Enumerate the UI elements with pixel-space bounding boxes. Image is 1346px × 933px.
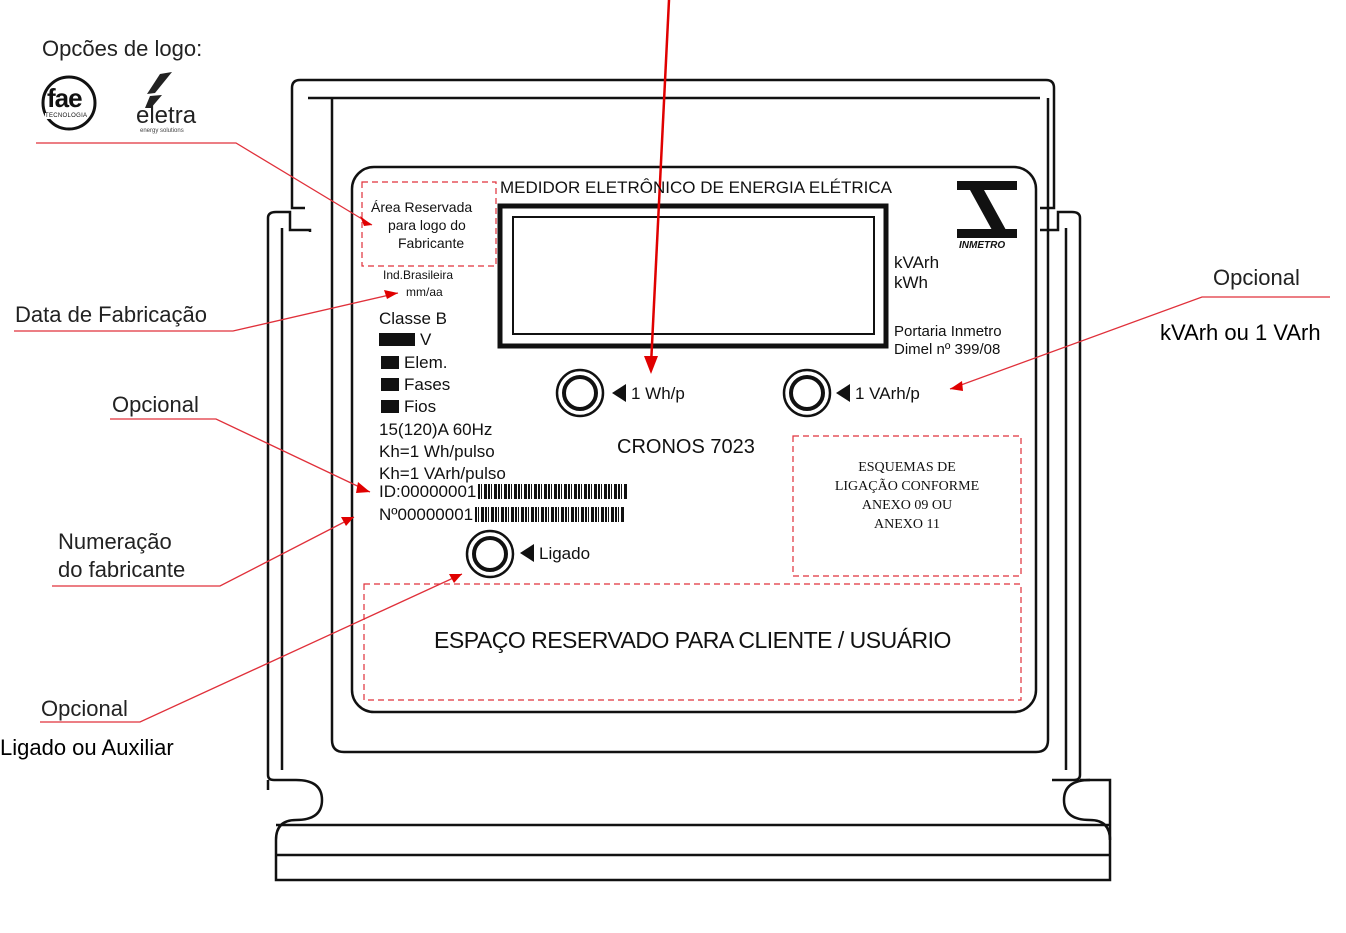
elem-row: Elem. (381, 353, 447, 373)
fases-placeholder-icon (381, 378, 399, 391)
kvarh-ou-label: kVArh ou 1 VArh (1160, 320, 1321, 345)
unit-kwh: kWh (894, 273, 928, 292)
classe-label: Classe B (379, 309, 448, 328)
serial-barcode (475, 507, 626, 522)
led-varh-label: 1 VArh/p (855, 384, 920, 403)
current-freq: 15(120)A 60Hz (379, 420, 493, 439)
eletra-logo-mark (145, 72, 172, 108)
opcional-right-label: Opcional (1213, 265, 1300, 290)
logo-area-line-1: Área Reservada (371, 199, 473, 215)
portaria-line-1: Portaria Inmetro (894, 323, 1002, 340)
led-wh-label: 1 Wh/p (631, 384, 685, 403)
ligado-ou-auxiliar-label: Ligado ou Auxiliar (0, 735, 174, 760)
led-arrowhead (644, 356, 658, 374)
data-fabricacao-label: Data de Fabricação (15, 302, 207, 327)
logo-area-line-2: para logo do (388, 217, 466, 233)
eletra-logo-text: eletra (136, 102, 197, 129)
led-wh-pointer-icon (612, 384, 626, 402)
numeracao-label-2: do fabricante (58, 557, 186, 582)
fios-label: Fios (404, 397, 437, 416)
led-wh-row: 1 Wh/p (612, 384, 685, 404)
fae-logo-mark (41, 75, 97, 131)
fases-label: Fases (404, 375, 451, 394)
lcd-display-inner (512, 216, 875, 335)
led-varh-pointer-icon (836, 384, 850, 402)
logo-options-heading: Opcões de logo: (42, 36, 203, 61)
fios-placeholder-icon (381, 400, 399, 413)
kh-varh: Kh=1 VArh/pulso (379, 464, 506, 483)
led-ligado (465, 529, 515, 579)
portaria-line-2: Dimel nº 399/08 (894, 341, 1001, 358)
unit-kvarh: kVArh (894, 253, 940, 272)
v-row: V (379, 330, 431, 350)
meter-housing (266, 78, 1112, 882)
ligado-pointer-icon (520, 544, 534, 562)
id-barcode (478, 484, 629, 499)
esquemas-line-2: LIGAÇÃO CONFORME (834, 479, 980, 494)
logo-area-line-3: Fabricante (398, 235, 465, 251)
esquemas-line-4: ANEXO 11 (874, 517, 940, 532)
meter-panel (350, 165, 1038, 714)
elem-label: Elem. (404, 353, 448, 372)
client-area-label: ESPAÇO RESERVADO PARA CLIENTE / USUÁRIO (434, 627, 951, 653)
callout-arrowheads (341, 216, 963, 583)
meter-title: MEDIDOR ELETRÔNICO DE ENERGIA ELÉTRICA (500, 178, 893, 197)
client-reserved-area (363, 583, 1022, 701)
logo-reserved-area (361, 181, 497, 267)
model-name: CRONOS 7023 (617, 436, 755, 458)
id-number: ID:00000001 (379, 482, 477, 501)
id-row: ID:00000001 (379, 482, 629, 502)
esquemas-box (792, 435, 1022, 577)
opcional-id-label: Opcional (112, 392, 199, 417)
ligado-row: Ligado (520, 544, 590, 564)
elem-placeholder-icon (381, 356, 399, 369)
fae-logo-subtext: TECNOLOGIA (45, 113, 88, 119)
serial-number: Nº00000001 (379, 505, 474, 524)
fios-row: Fios (381, 397, 436, 417)
mm-aa: mm/aa (406, 285, 443, 299)
led-wh (555, 368, 605, 418)
lcd-display-outer (497, 203, 889, 349)
callout-lines (14, 142, 1330, 723)
numero-row: Nº00000001 (379, 505, 626, 525)
esquemas-line-3: ANEXO 09 OU (861, 498, 953, 513)
inmetro-logo (957, 181, 1017, 238)
inmetro-logo-text: INMETRO (958, 240, 1007, 251)
numeracao-label-1: Numeração (58, 529, 172, 554)
led-varh (782, 368, 832, 418)
fases-row: Fases (381, 375, 450, 395)
ligado-label: Ligado (539, 544, 591, 563)
v-placeholder-icon (379, 333, 415, 346)
eletra-logo-subtext: energy solutions (140, 128, 184, 134)
v-label: V (420, 330, 432, 349)
ind-brasileira: Ind.Brasileira (383, 268, 454, 282)
led-varh-row: 1 VArh/p (836, 384, 920, 404)
led-arrow (649, 0, 671, 366)
kh-wh: Kh=1 Wh/pulso (379, 442, 495, 461)
esquemas-line-1: ESQUEMAS DE (858, 460, 956, 475)
fae-logo-text: fae (47, 83, 83, 113)
opcional-ligado-label: Opcional (41, 696, 128, 721)
